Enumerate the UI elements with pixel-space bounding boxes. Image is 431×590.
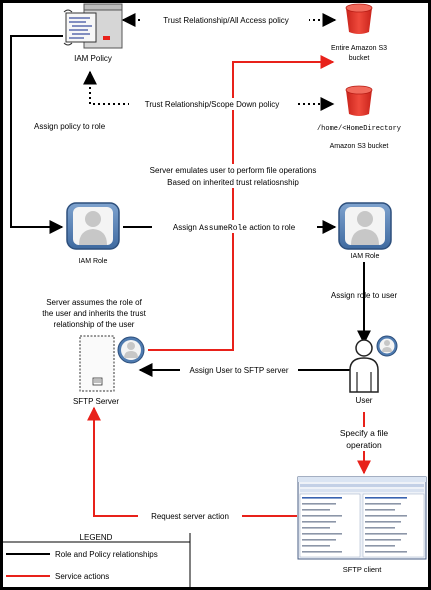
client-file-row: [365, 515, 407, 517]
assume-role-suffix: action to role: [247, 223, 296, 232]
specify-op-label-line1: Specify a file: [340, 428, 388, 438]
specify-op-label-line2: operation: [346, 440, 382, 450]
client-file-row: [365, 539, 401, 541]
s3-bucket-label-line2: bucket: [349, 55, 370, 62]
client-file-row: [365, 527, 395, 529]
iam-role-left-icon[interactable]: [66, 202, 120, 250]
sftp-server-icon[interactable]: [79, 335, 145, 392]
client-file-row: [365, 521, 401, 523]
iam-role-right-label: IAM Role: [351, 253, 380, 260]
trust-scope-down-connector: [83, 70, 335, 111]
server-assumes-label-line2: the user and inherits the trust: [42, 309, 146, 318]
client-file-row: [302, 527, 330, 529]
assign-role-user-label: Assign role to user: [331, 291, 398, 300]
user-icon[interactable]: [349, 335, 398, 393]
request-action-label-bg: [138, 510, 242, 522]
assume-role-prefix: Assign: [173, 223, 199, 232]
s3-bucket-label-line1: Entire Amazon S3: [331, 45, 387, 52]
client-file-row: [302, 551, 342, 553]
trust-all-access-label: Trust Relationship/All Access policy: [163, 16, 289, 25]
server-assumes-label-line3: relationship of the user: [54, 320, 135, 329]
legend: LEGEND Role and Policy relationships Ser…: [2, 533, 191, 588]
assign-policy-label: Assign policy to role: [34, 122, 106, 131]
client-file-row: [365, 497, 407, 499]
client-file-row: [302, 533, 342, 535]
sftp-client-label: SFTP client: [343, 565, 383, 574]
iam-role-left-label: IAM Role: [79, 258, 108, 265]
client-file-row: [365, 509, 395, 511]
emulate-label-bg: [126, 164, 341, 188]
client-file-row: [302, 521, 336, 523]
assign-user-sftp-label: Assign User to SFTP server: [190, 366, 289, 375]
server-assumes-label-line1: Server assumes the role of: [46, 298, 142, 307]
sftp-client-window[interactable]: [297, 476, 427, 560]
iam-policy-label: IAM Policy: [74, 54, 112, 63]
amazon-s3-bucket-label: Amazon S3 bucket: [330, 143, 389, 150]
client-file-row: [365, 533, 407, 535]
legend-service-label: Service actions: [55, 572, 109, 581]
client-file-row: [302, 545, 330, 547]
trust-scope-label-bg: [129, 98, 296, 110]
server-emulates-connector: [148, 55, 335, 351]
client-file-row: [302, 509, 330, 511]
client-file-row: [302, 515, 342, 517]
iam-role-right-icon[interactable]: [338, 202, 392, 250]
trust-all-label-bg: [143, 14, 309, 26]
client-file-row: [365, 545, 395, 547]
trust-scope-down-label: Trust Relationship/Scope Down policy: [145, 100, 279, 109]
client-file-row: [365, 503, 401, 505]
client-file-row: [365, 551, 407, 553]
client-file-row: [302, 539, 336, 541]
assume-role-code: AssumeRole: [199, 224, 247, 233]
s3-bucket-icon[interactable]: [345, 3, 373, 34]
specify-op-label-bg: [330, 427, 398, 451]
client-file-row: [302, 497, 342, 499]
iam-policy-icon[interactable]: [63, 3, 123, 49]
s3-bucket-scoped-icon[interactable]: [345, 85, 373, 116]
assign-user-sftp-label-bg: [180, 364, 298, 376]
assume-role-label-bg: [152, 220, 317, 233]
sftp-server-label: SFTP Server: [73, 397, 119, 406]
legend-title: LEGEND: [80, 533, 113, 542]
legend-role-label: Role and Policy relationships: [55, 550, 158, 559]
assign-policy-connector: [10, 35, 64, 234]
server-emulates-label-line1: Server emulates user to perform file ope…: [150, 166, 317, 175]
home-directory-path: /home/<HomeDirectory: [317, 125, 401, 133]
server-emulates-label-line2: Based on inherited trust relatiosnship: [167, 178, 299, 187]
user-label: User: [356, 396, 373, 405]
client-file-row: [302, 503, 336, 505]
request-action-label: Request server action: [151, 512, 229, 521]
assume-role-label: Assign AssumeRole action to role: [173, 223, 296, 233]
